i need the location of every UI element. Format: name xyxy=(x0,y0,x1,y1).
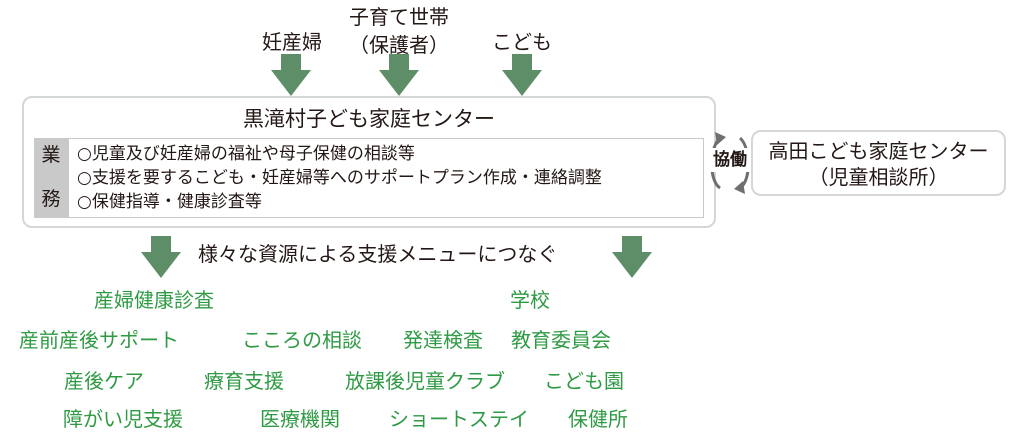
label-children: こども xyxy=(492,30,552,54)
service-mental-consult: こころの相談 xyxy=(242,328,362,352)
duty-item: ○保健指導・健康診査等 xyxy=(77,192,262,212)
right-box-subtitle: （児童相談所） xyxy=(808,165,949,189)
arrow-down-icon xyxy=(141,236,181,278)
duties-label-char-1: 業 xyxy=(41,144,61,166)
arrow-down-icon xyxy=(379,54,419,96)
right-box-title: 高田こども家庭センター xyxy=(768,139,989,163)
collaboration-label: 協働 xyxy=(709,148,751,172)
connect-label: 様々な資源による支援メニューにつなぐ xyxy=(198,242,558,266)
service-medical-institutions: 医療機関 xyxy=(260,407,340,431)
service-short-stay: ショートステイ xyxy=(389,407,529,431)
service-after-school-club: 放課後児童クラブ xyxy=(345,369,505,393)
arrow-down-icon xyxy=(612,236,652,278)
service-pre-post-support: 産前産後サポート xyxy=(19,328,179,352)
center-box: 黒滝村子ども家庭センター 業 務 ○児童及び妊産婦の福祉や母子保健の相談等 ○支… xyxy=(22,96,716,228)
duties-label-char-2: 務 xyxy=(41,188,61,210)
service-disability-support: 障がい児支援 xyxy=(63,407,183,431)
service-postnatal-care: 産後ケア xyxy=(64,369,144,393)
center-title: 黒滝村子ども家庭センター xyxy=(243,107,495,131)
service-therapy-support: 療育支援 xyxy=(204,369,284,393)
label-households-line2: （保護者） xyxy=(349,33,449,57)
arrow-down-icon xyxy=(271,54,311,96)
label-households-line1: 子育て世帯 xyxy=(349,5,449,29)
label-pregnant: 妊産婦 xyxy=(262,30,322,54)
service-kindergarten: こども園 xyxy=(544,369,624,393)
service-school: 学校 xyxy=(510,288,550,312)
duties-label: 業 務 xyxy=(34,138,68,218)
arrow-down-icon xyxy=(502,54,542,96)
duty-item: ○児童及び妊産婦の福祉や母子保健の相談等 xyxy=(77,144,415,164)
service-education-board: 教育委員会 xyxy=(511,328,611,352)
right-box: 高田こども家庭センター （児童相談所） xyxy=(751,130,1006,196)
duty-item: ○支援を要するこども・妊産婦等へのサポートプラン作成・連絡調整 xyxy=(77,168,602,188)
duties-list: ○児童及び妊産婦の福祉や母子保健の相談等 ○支援を要するこども・妊産婦等へのサポ… xyxy=(68,138,704,218)
service-prenatal-checkup: 産婦健康診査 xyxy=(94,288,214,312)
service-development-test: 発達検査 xyxy=(403,328,483,352)
label-households: 子育て世帯 （保護者） xyxy=(344,5,454,57)
service-health-center: 保健所 xyxy=(568,407,628,431)
